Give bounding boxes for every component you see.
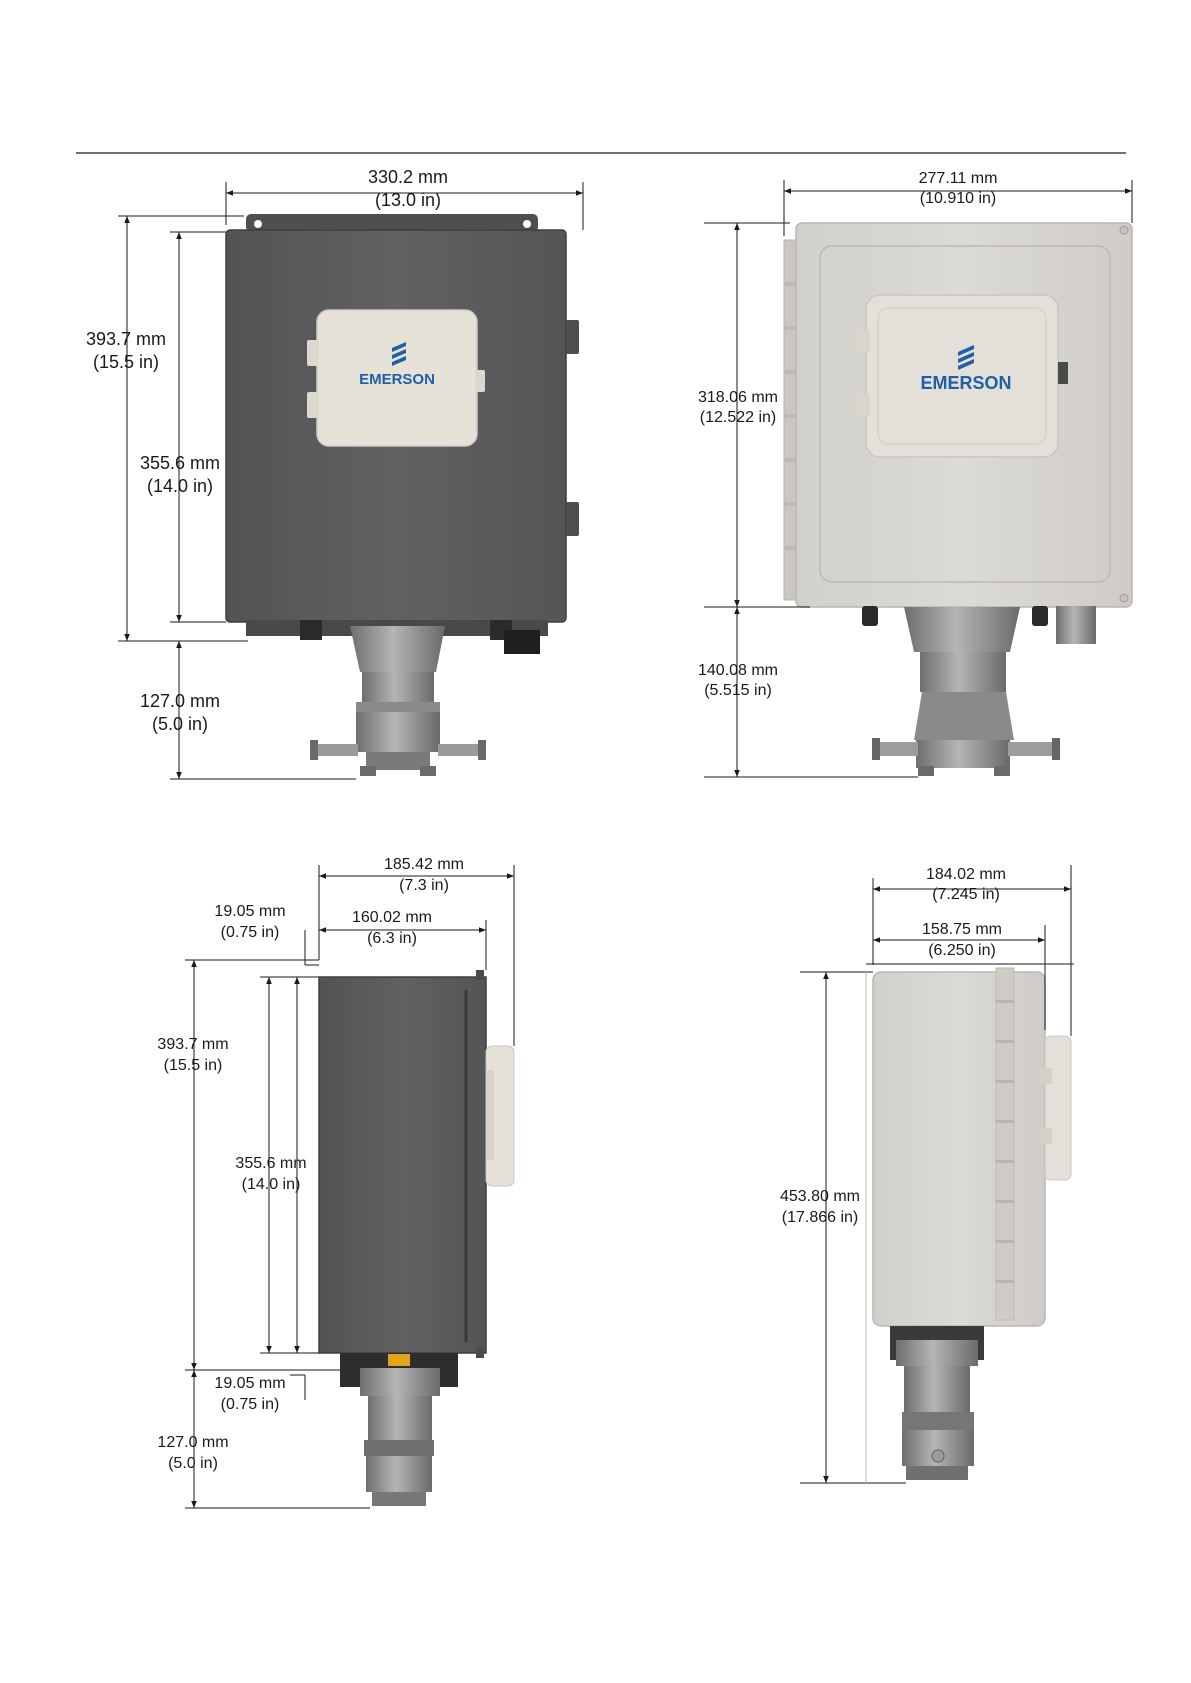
front-view-dark-enclosure: EMERSON: [225, 214, 579, 776]
side-dark-height-body-mm: 355.6 mm: [235, 1155, 306, 1172]
front-dark-width-in: (13.0 in): [375, 190, 441, 210]
side-light-height-total-mm: 453.80 mm: [780, 1188, 860, 1205]
front-dark-height-body-in: (14.0 in): [147, 476, 213, 496]
side-light-width-body-in: (6.250 in): [928, 942, 996, 959]
front-light-dimensions: 277.11 mm (10.910 in) 318.06 mm (12.522 …: [698, 170, 1133, 778]
side-dark-dimensions: 185.42 mm (7.3 in) 160.02 mm (6.3 in) 19…: [157, 856, 515, 1509]
front-dark-height-total-mm: 393.7 mm: [86, 329, 166, 349]
front-light-height-body-in: (12.522 in): [700, 409, 777, 426]
side-light-dimensions: 184.02 mm (7.245 in) 158.75 mm (6.250 in…: [780, 865, 1074, 1484]
front-dark-dimensions: 330.2 mm (13.0 in) 393.7 mm (15.5 in) 35…: [86, 167, 584, 780]
side-dark-height-total-in: (15.5 in): [164, 1057, 223, 1074]
emerson-logo: EMERSON: [359, 342, 435, 388]
emerson-logo: EMERSON: [920, 345, 1012, 393]
front-light-width-mm: 277.11 mm: [919, 170, 998, 187]
side-view-light-enclosure: [872, 967, 1072, 1480]
side-dark-bottom-in: (5.0 in): [168, 1455, 218, 1472]
side-dark-top-offset-mm: 19.05 mm: [214, 903, 285, 920]
front-dark-height-total-in: (15.5 in): [93, 352, 159, 372]
side-dark-bottom-offset-in: (0.75 in): [221, 1396, 280, 1413]
side-light-height-total-in: (17.866 in): [782, 1209, 859, 1226]
front-dark-bottom-in: (5.0 in): [152, 714, 208, 734]
side-dark-top-offset-in: (0.75 in): [221, 924, 280, 941]
logo-text: EMERSON: [920, 373, 1011, 393]
side-dark-height-body-in: (14.0 in): [242, 1176, 301, 1193]
side-dark-bottom-offset-mm: 19.05 mm: [214, 1375, 285, 1392]
front-light-height-body-mm: 318.06 mm: [698, 389, 778, 406]
front-dark-bottom-mm: 127.0 mm: [140, 691, 220, 711]
front-view-light-enclosure: EMERSON: [783, 222, 1133, 776]
side-dark-width-body-in: (6.3 in): [367, 930, 417, 947]
side-light-width-total-mm: 184.02 mm: [926, 866, 1006, 883]
front-light-width-in: (10.910 in): [920, 190, 997, 207]
front-light-bottom-in: (5.515 in): [704, 682, 772, 699]
side-dark-width-body-mm: 160.02 mm: [352, 909, 432, 926]
side-dark-width-total-in: (7.3 in): [399, 877, 449, 894]
front-dark-height-body-mm: 355.6 mm: [140, 453, 220, 473]
side-light-width-total-in: (7.245 in): [932, 886, 1000, 903]
side-light-width-body-mm: 158.75 mm: [922, 921, 1002, 938]
side-dark-height-total-mm: 393.7 mm: [157, 1036, 228, 1053]
front-dark-width-mm: 330.2 mm: [368, 167, 448, 187]
logo-text: EMERSON: [359, 371, 435, 388]
front-light-bottom-mm: 140.08 mm: [698, 662, 778, 679]
side-dark-bottom-mm: 127.0 mm: [157, 1434, 228, 1451]
side-view-dark-enclosure: [318, 970, 515, 1506]
side-dark-width-total-mm: 185.42 mm: [384, 856, 464, 873]
